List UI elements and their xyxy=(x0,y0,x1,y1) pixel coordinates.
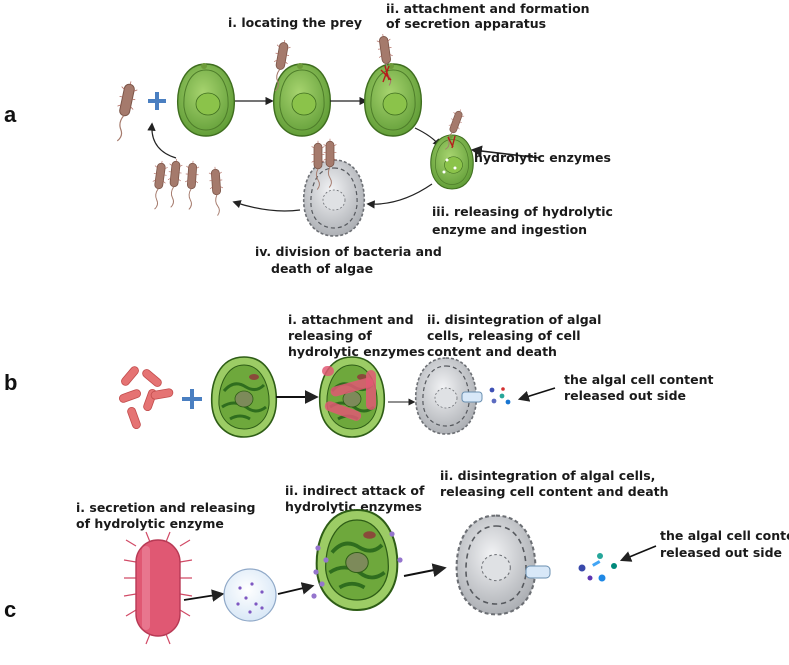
c-step1-label-line2: of hydrolytic enzyme xyxy=(76,516,224,531)
bacterium-icon xyxy=(148,159,169,211)
b-step1-label-line2: releasing of xyxy=(288,328,372,343)
c-step3-label-line2: releasing cell content and death xyxy=(440,484,669,499)
dead-alga-icon xyxy=(302,159,366,237)
large-bacterium-icon xyxy=(123,531,193,645)
alga-icon xyxy=(177,62,235,137)
arrow xyxy=(403,563,447,578)
arrow xyxy=(147,122,177,159)
bacterium-icon xyxy=(164,157,184,209)
leak-tube xyxy=(461,391,483,403)
arrow xyxy=(183,589,225,602)
leak-tube xyxy=(525,565,551,579)
alga-icon xyxy=(273,62,331,137)
panel-c-letter: c xyxy=(4,597,16,622)
panel-b: b xyxy=(4,312,713,439)
b-step1-label-line3: hydrolytic enzymes xyxy=(288,344,425,359)
pointer-arrow xyxy=(619,545,657,562)
alga-icon xyxy=(364,62,422,137)
b-step2-label-line2: cells, releasing of cell xyxy=(427,328,581,343)
panel-a: a i. locating the prey ii. attachment an… xyxy=(4,1,613,276)
arrow xyxy=(232,200,301,212)
dead-alga-icon xyxy=(455,514,537,616)
pointer-arrow xyxy=(517,387,556,402)
secretion-apparatus xyxy=(380,65,392,83)
attached-bacteria xyxy=(322,366,376,421)
a-step3-label-line2: enzyme and ingestion xyxy=(432,222,587,237)
alga-icon xyxy=(430,133,474,190)
alga-detail-icon xyxy=(314,508,400,612)
plus-icon xyxy=(182,389,202,409)
arrow xyxy=(277,582,315,595)
b-content-label-line1: the algal cell content xyxy=(564,372,713,387)
b-step2-label-line3: content and death xyxy=(427,344,557,359)
b-step2-label-line1: ii. disintegration of algal xyxy=(427,312,601,327)
panel-c: c i. secretion and releasing of hydrolyt… xyxy=(4,468,789,645)
arrow xyxy=(366,183,433,209)
enzyme-vesicle-icon xyxy=(223,568,277,622)
panel-a-letter: a xyxy=(4,102,17,127)
cell-content-particles xyxy=(489,387,511,405)
alga-detail-icon xyxy=(210,355,278,439)
a-step2-label-line2: of secretion apparatus xyxy=(386,16,546,31)
b-step1-label-line1: i. attachment and xyxy=(288,312,414,327)
c-step1-label-line1: i. secretion and releasing xyxy=(76,500,256,515)
a-step4-label-line1: iv. division of bacteria and xyxy=(255,244,442,259)
c-content-label-line1: the algal cell content xyxy=(660,528,789,543)
bacteria-cluster xyxy=(117,364,174,431)
bacterium-icon xyxy=(109,79,140,144)
bacterium-icon xyxy=(208,165,226,217)
a-step3-label-line1: iii. releasing of hydrolytic xyxy=(432,204,613,219)
c-step3-label-line1: ii. disintegration of algal cells, xyxy=(440,468,655,483)
b-content-label-line2: released out side xyxy=(564,388,686,403)
a-step4-label-line2: death of algae xyxy=(271,261,373,276)
a-step1-label: i. locating the prey xyxy=(228,15,362,30)
c-step2-label-line1: ii. indirect attack of xyxy=(285,483,425,498)
a-step2-label-line1: ii. attachment and formation xyxy=(386,1,590,16)
plus-icon xyxy=(148,92,166,110)
bacterium-icon xyxy=(182,159,200,211)
cell-content-particles xyxy=(578,553,617,582)
a-enzymes-label: hydrolytic enzymes xyxy=(474,150,611,165)
c-content-label-line2: released out side xyxy=(660,545,782,560)
enzyme-particles xyxy=(311,531,403,599)
panel-b-letter: b xyxy=(4,370,17,395)
pointer-arrow xyxy=(470,145,541,159)
c-step2-label-line2: hydrolytic enzymes xyxy=(285,499,422,514)
